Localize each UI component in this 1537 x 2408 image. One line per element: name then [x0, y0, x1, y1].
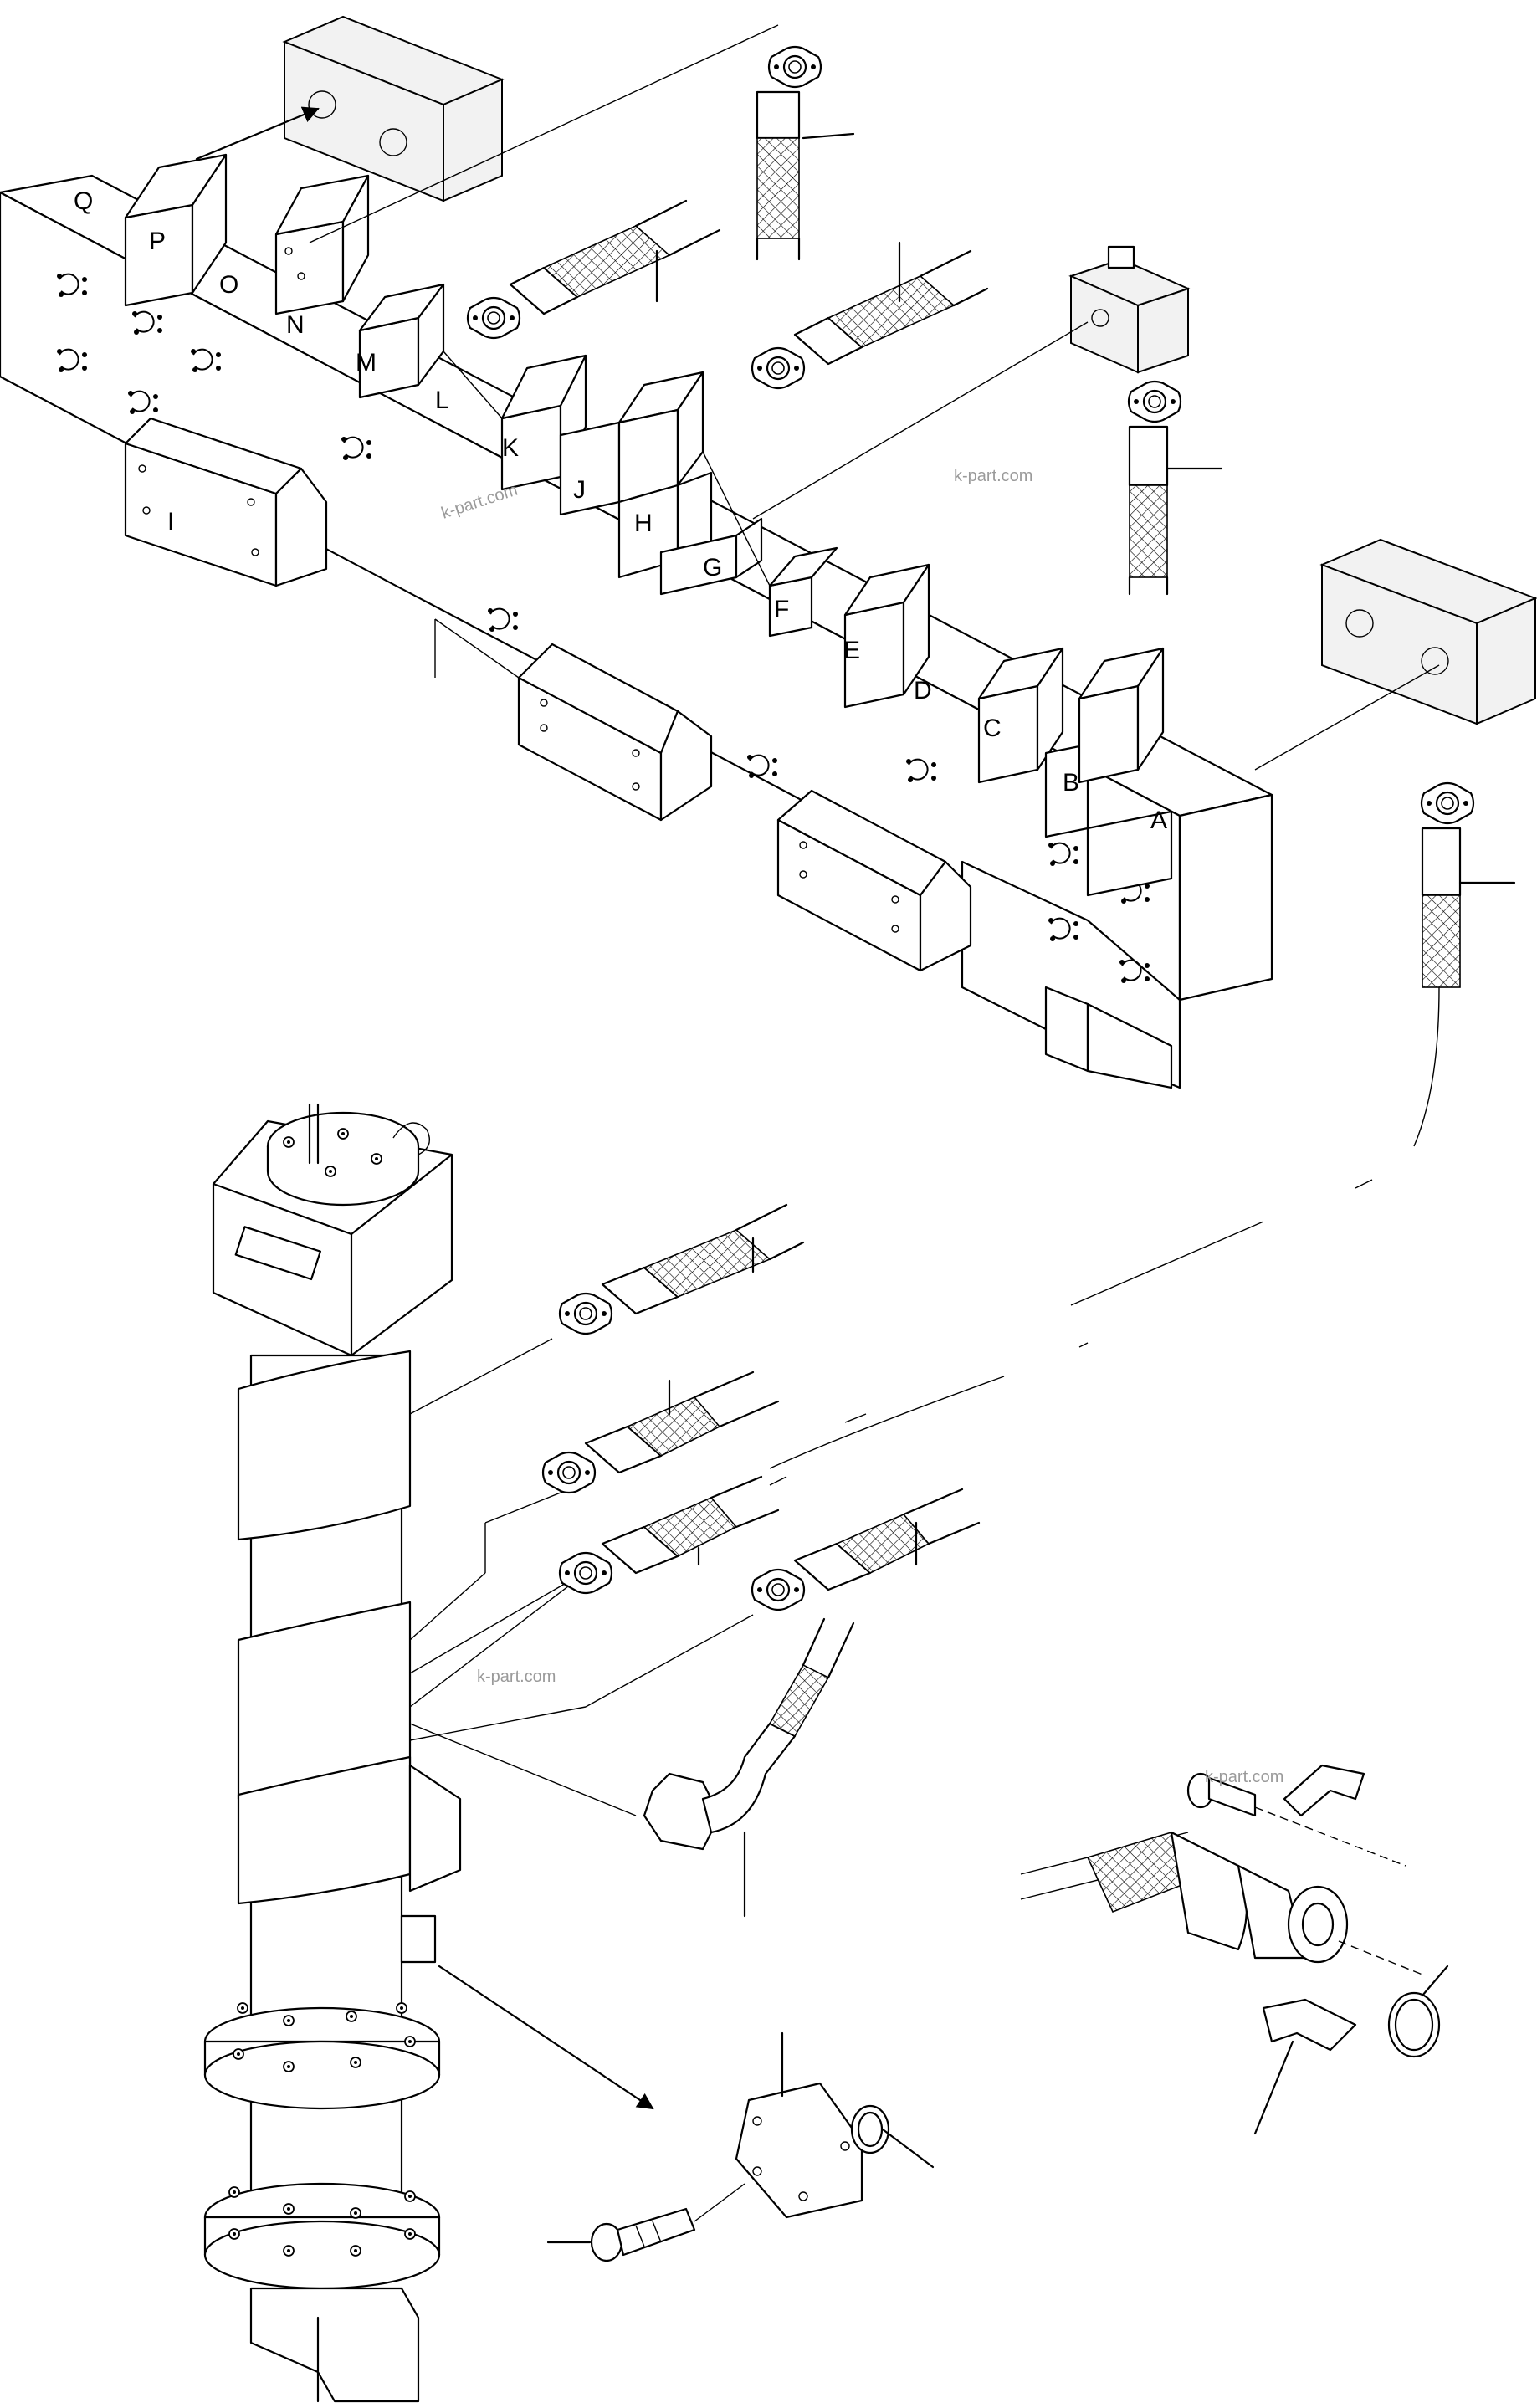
valve-label-f: F [774, 596, 789, 623]
valve-label-g: G [703, 554, 722, 582]
watermark-text: k-part.com [1205, 1768, 1283, 1786]
aux-block-right [1254, 538, 1537, 771]
valve-block-p [124, 153, 228, 307]
hose-right-long [769, 781, 1516, 1486]
valve-block-n [274, 174, 370, 315]
valve-label-l: L [435, 387, 449, 414]
hose-upper-center [751, 241, 989, 390]
valve-block-c [977, 647, 1064, 784]
watermark-text: k-part.com [954, 467, 1032, 485]
hose-mid-1 [558, 1203, 805, 1335]
valve-label-o: O [219, 271, 238, 299]
solenoid-block-bottom [1044, 986, 1173, 1089]
valve-block-m [358, 283, 445, 399]
valve-block-b [1044, 647, 1165, 838]
valve-label-i: I [167, 508, 174, 535]
valve-label-b: B [1063, 769, 1079, 797]
leader-lines [409, 1338, 754, 1816]
valve-label-c: C [983, 715, 1002, 742]
hose-mid-3 [558, 1475, 780, 1595]
valve-label-h: H [634, 510, 653, 537]
watermark-text: k-part.com [477, 1668, 556, 1686]
valve-label-q: Q [74, 187, 93, 215]
valve-block-a [1086, 810, 1173, 897]
solenoid-block-i [124, 417, 328, 587]
rotary-joint-column [203, 1103, 462, 2403]
hose-mid-4 [751, 1488, 981, 1611]
valve-label-e: E [843, 637, 860, 664]
elbow-hose [643, 1617, 855, 1918]
valve-label-p: P [149, 228, 166, 255]
solenoid-block-lower [776, 789, 972, 972]
aux-block-top-right [752, 245, 1191, 520]
hose-top-center [309, 24, 855, 261]
valve-block-e [843, 563, 930, 709]
aux-block-top-left [195, 15, 505, 202]
valve-label-m: M [356, 349, 377, 377]
solenoid-block-middle [517, 643, 713, 822]
clamp-bolt [1186, 1772, 1257, 1817]
clamp-detail [1020, 1764, 1449, 2135]
valve-manifold [0, 153, 1273, 1089]
valve-label-n: N [286, 311, 305, 339]
valve-block-j [559, 371, 704, 516]
cover-plate-detail [438, 1965, 935, 2262]
valve-block-g [659, 517, 763, 596]
hose-right-upper [1127, 380, 1223, 596]
valve-block-f [768, 546, 838, 638]
valve-label-a: A [1150, 807, 1167, 834]
valve-label-k: K [502, 434, 519, 462]
valve-labels: Q P O N M L K J H I G F E D C B A [74, 187, 1167, 834]
hose-mid-2 [541, 1371, 780, 1494]
cover-bolt [590, 2207, 696, 2262]
valve-label-j: J [573, 476, 586, 504]
hose-upper-left [466, 199, 721, 340]
valve-label-d: D [914, 677, 932, 704]
